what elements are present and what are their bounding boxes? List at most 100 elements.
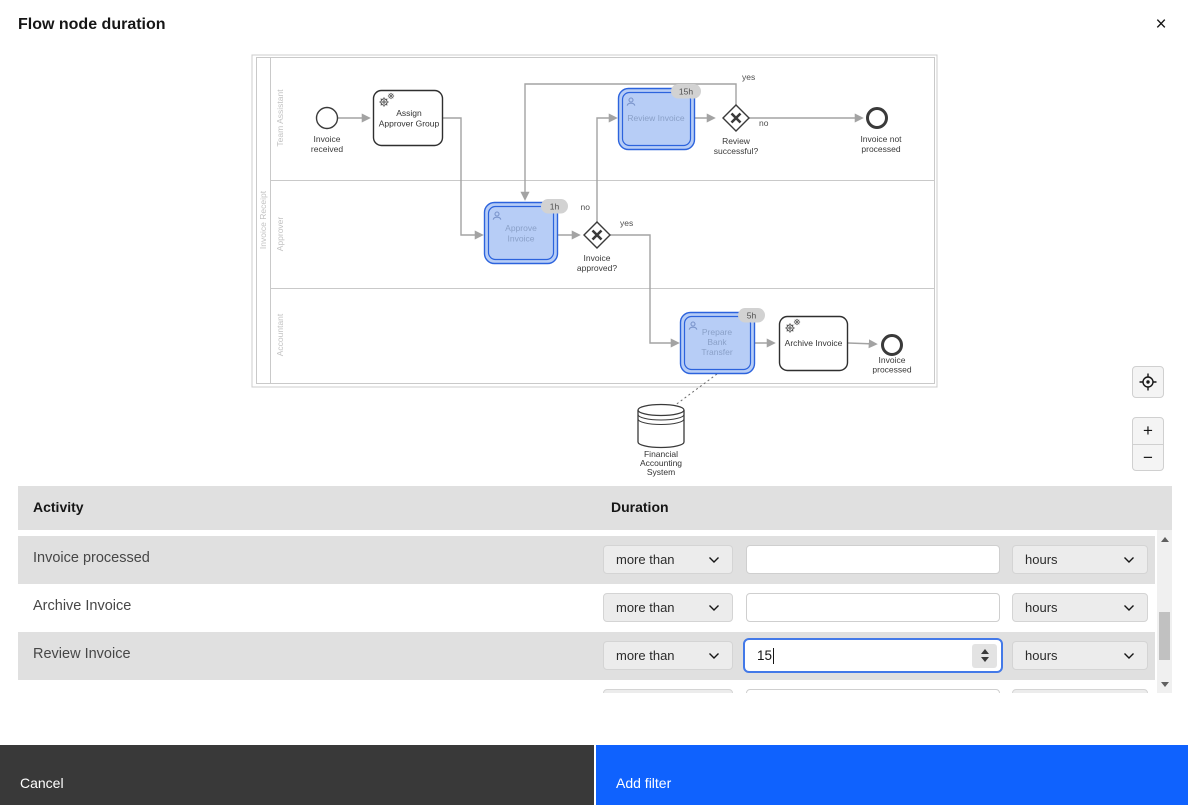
scrollbar-thumb[interactable] [1159,612,1170,660]
column-header-duration: Duration [611,499,669,515]
duration-badge [671,84,701,99]
modal-footer: Cancel Add filter [0,745,1188,805]
svg-text:Transfer: Transfer [701,347,733,357]
spinner-down-icon[interactable] [980,657,989,662]
duration-value-input-focused[interactable]: 15 [743,638,1003,673]
svg-text:Financial: Financial [644,449,678,459]
unit-select[interactable]: hours [1012,545,1148,574]
add-filter-button[interactable]: Add filter [596,745,1188,805]
svg-text:Invoice: Invoice [879,355,906,365]
pool-label: Invoice Receipt [258,190,268,249]
chevron-down-icon [709,556,719,563]
crosshair-icon [1139,373,1157,391]
operator-select[interactable]: more than [603,545,733,574]
xor-icon [730,112,742,124]
table-row: Invoice processed more than hours [18,536,1155,584]
cancel-button[interactable]: Cancel [0,745,594,805]
svg-text:Approve: Approve [505,223,537,233]
lane-label-approver: Approver [275,217,285,252]
zoom-in-button[interactable]: + [1133,418,1163,445]
column-header-activity: Activity [33,499,84,515]
duration-value-input[interactable] [746,593,1000,622]
task-approve-invoice[interactable]: Approve Invoice 1h [483,199,569,265]
svg-text:approved?: approved? [577,263,617,273]
pool [256,57,935,384]
reset-viewport-button[interactable] [1132,366,1164,398]
close-icon[interactable]: × [1148,12,1174,38]
start-event-invoice-received[interactable]: Invoice received [311,106,343,155]
svg-text:successful?: successful? [714,146,759,156]
activity-label: Archive Invoice [33,598,132,614]
unit-select[interactable]: hours [1012,593,1148,622]
flow-label-yes-2: yes [620,218,633,228]
svg-text:Approver Group: Approver Group [379,119,440,129]
flow-label-no: no [759,118,769,128]
scrollbar-up-icon[interactable] [1157,532,1172,546]
task-archive-invoice[interactable]: Archive Invoice [778,315,849,372]
svg-text:Bank: Bank [707,337,727,347]
zoom-out-button[interactable]: − [1133,445,1163,471]
end-event-invoice-not-processed[interactable]: Invoice not processed [860,107,902,155]
svg-text:5h: 5h [747,311,757,321]
duration-value-input[interactable] [746,689,1000,693]
table-scrollbar[interactable] [1157,530,1172,693]
svg-text:Review: Review [722,136,751,146]
chevron-down-icon [1124,604,1134,611]
unit-select[interactable]: hours [1012,689,1148,693]
activity-label: Invoice processed [33,550,150,566]
activity-label: Review Invoice [33,646,131,662]
modal-title: Flow node duration [18,16,166,33]
end-event-invoice-processed[interactable]: Invoice processed [872,334,912,375]
bpmn-canvas: Invoice Receipt Team Assistant Approver … [251,54,938,478]
operator-select[interactable]: more than [603,641,733,670]
table-row: Review Invoice more than 15 hours [18,632,1155,680]
svg-text:1h: 1h [550,202,560,212]
svg-text:Assign: Assign [396,108,422,118]
svg-text:Accounting: Accounting [640,458,682,468]
table-header: Activity Duration [18,486,1172,530]
duration-value-input[interactable] [746,545,1000,574]
xor-icon [591,229,603,241]
table-row: Archive Invoice more than hours [18,584,1155,632]
svg-text:Invoice: Invoice [314,134,341,144]
svg-text:Review Invoice: Review Invoice [627,113,684,123]
flow-label-no-2: no [581,202,591,212]
svg-text:15h: 15h [679,87,693,97]
table-row: Approve Invoice more than hours [18,680,1155,693]
gateway-invoice-approved[interactable]: Invoice approved? [577,221,617,273]
svg-text:Invoice: Invoice [508,234,535,244]
flow-label-yes: yes [742,72,755,82]
chevron-down-icon [709,652,719,659]
chevron-down-icon [1124,556,1134,563]
text-caret [773,647,775,664]
number-spinner[interactable] [972,643,997,668]
sequence-flows [337,83,878,407]
spinner-up-icon[interactable] [980,649,989,654]
operator-select[interactable]: more than [603,593,733,622]
scrollbar-down-icon[interactable] [1157,677,1172,691]
lane-label-team-assistant: Team Assistant [275,89,285,147]
svg-text:Invoice: Invoice [584,253,611,263]
duration-filter-table: Activity Duration Invoice processed more… [18,486,1172,693]
bpmn-diagram: Invoice Receipt Team Assistant Approver … [240,50,950,480]
datastore-financial-accounting-system[interactable]: Financial Accounting System [637,403,685,478]
svg-text:Prepare: Prepare [702,327,733,337]
lane-label-accountant: Accountant [275,313,285,356]
task-assign-approver-group[interactable]: Assign Approver Group [372,89,444,147]
svg-text:received: received [311,144,343,154]
chevron-down-icon [1124,652,1134,659]
duration-badge [738,308,765,323]
svg-text:Archive Invoice: Archive Invoice [785,338,843,348]
zoom-controls: + − [1132,417,1164,471]
svg-text:Invoice not: Invoice not [860,134,902,144]
chevron-down-icon [709,604,719,611]
task-review-invoice[interactable]: Review Invoice 15h [617,84,702,151]
svg-text:processed: processed [872,365,911,375]
table-rows-viewport: Invoice processed more than hours Archiv… [18,530,1172,693]
svg-text:System: System [647,467,675,477]
operator-select[interactable]: more than [603,689,733,693]
task-prepare-bank-transfer[interactable]: Prepare Bank Transfer 5h [679,308,766,375]
gateway-review-successful[interactable]: Review successful? [714,104,759,156]
unit-select[interactable]: hours [1012,641,1148,670]
